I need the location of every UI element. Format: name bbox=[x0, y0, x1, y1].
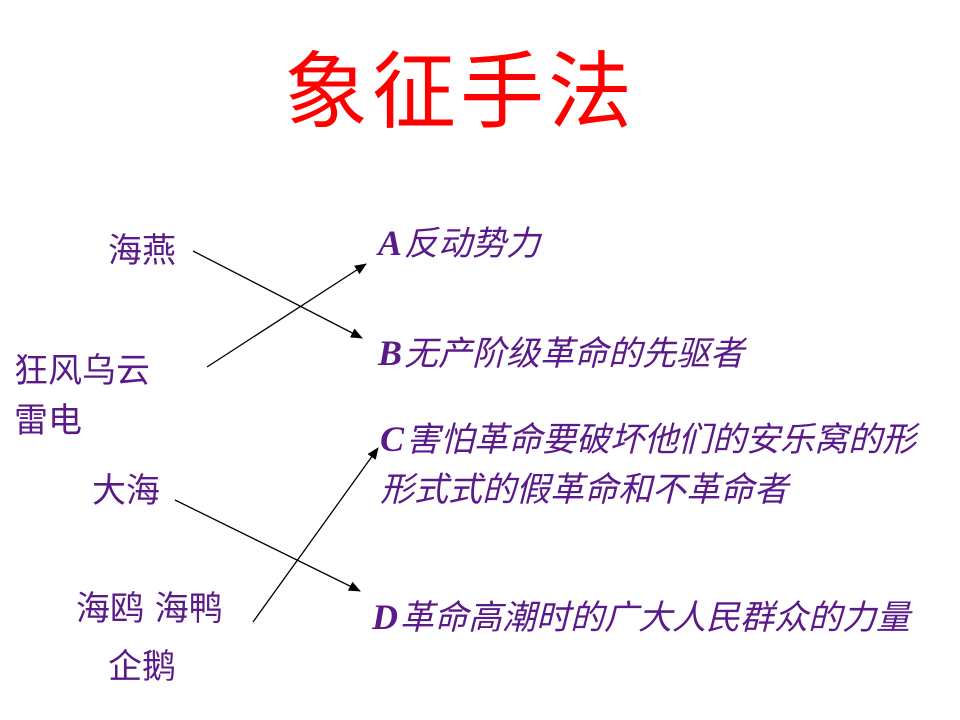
meaning-c-text: 害怕革命要破坏他们的安乐窝的形形式式的假革命和不革命者 bbox=[380, 420, 917, 510]
meaning-d-text: 革命高潮时的广大人民群众的力量 bbox=[400, 598, 910, 638]
meaning-c: C害怕革命要破坏他们的安乐窝的形形式式的假革命和不革命者 bbox=[380, 414, 940, 515]
arrow-haiou-to-c bbox=[252, 447, 379, 623]
term-qie: 企鹅 bbox=[108, 647, 176, 687]
term-kuangfeng-line2: 雷电 bbox=[14, 401, 82, 441]
arrow-kuangfeng-to-a bbox=[206, 263, 367, 368]
meaning-d: D革命高潮时的广大人民群众的力量 bbox=[372, 592, 932, 643]
arrow-haiyan-to-b bbox=[192, 250, 363, 339]
term-dahai: 大海 bbox=[92, 471, 160, 511]
meaning-d-letter: D bbox=[372, 597, 398, 637]
term-haiyan: 海燕 bbox=[108, 231, 176, 271]
meaning-b: B无产阶级革命的先驱者 bbox=[378, 328, 938, 379]
meaning-a: A反动势力 bbox=[378, 218, 938, 269]
term-haiou-haiya: 海鸥 海鸭 bbox=[76, 589, 223, 629]
term-kuangfeng-line1: 狂风乌云 bbox=[14, 351, 150, 391]
meaning-c-letter: C bbox=[380, 419, 405, 459]
meaning-a-text: 反动势力 bbox=[404, 224, 541, 264]
meaning-b-text: 无产阶级革命的先驱者 bbox=[404, 334, 745, 374]
slide-title: 象征手法 bbox=[283, 43, 636, 141]
meaning-a-letter: A bbox=[378, 223, 403, 263]
meaning-b-letter: B bbox=[378, 333, 403, 373]
arrow-dahai-to-d bbox=[174, 499, 361, 592]
